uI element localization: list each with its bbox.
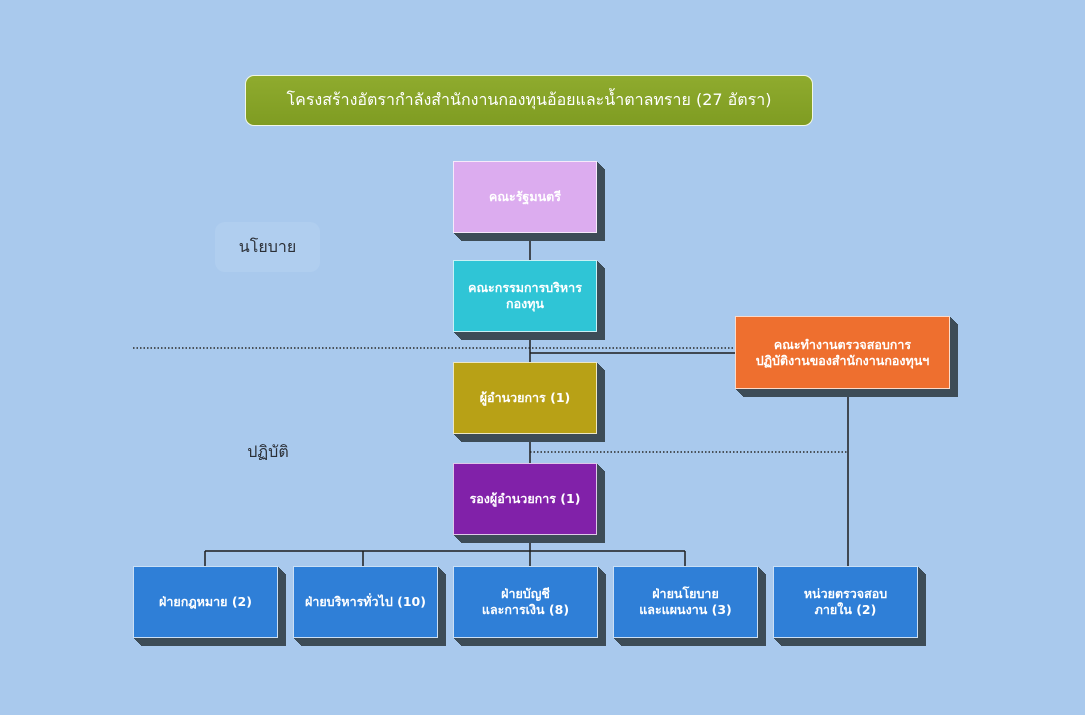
node-internal-audit: หน่วยตรวจสอบ ภายใน (2) [773,566,918,638]
node-label: คณะทำงานตรวจสอบการ [773,336,912,352]
node-fund-board: คณะกรรมการบริหาร กองทุน [453,260,597,332]
node-label: รองผู้อำนวยการ (1) [469,491,581,506]
node-policy-planning: ฝ่ายนโยบาย และแผนงาน (3) [613,566,758,638]
node-cabinet: คณะรัฐมนตรี [453,161,597,233]
node-label: ผู้อำนวยการ (1) [479,390,571,405]
node-label: และแผนงาน (3) [639,602,732,617]
node-label: และการเงิน (8) [481,602,570,617]
node-label: ปฏิบัติงานของสำนักงานกองทุนฯ [755,352,930,368]
chart-title: โครงสร้างอัตรากำลังสำนักงานกองทุนอ้อยและ… [245,75,813,126]
node-label: ฝ่ายนโยบาย [652,586,719,601]
policy-level-label: นโยบาย [215,222,320,272]
node-label: ภายใน (2) [814,602,877,617]
node-label: ฝ่ายกฎหมาย (2) [159,594,252,609]
node-director: ผู้อำนวยการ (1) [453,362,597,434]
node-audit-committee: คณะทำงานตรวจสอบการ ปฏิบัติงานของสำนักงาน… [735,316,950,389]
operations-level-label: ปฏิบัติ [247,441,289,461]
node-deputy-director: รองผู้อำนวยการ (1) [453,463,597,535]
node-label: หน่วยตรวจสอบ [803,586,888,601]
node-label: กองทุน [506,296,544,311]
node-general-admin: ฝ่ายบริหารทั่วไป (10) [293,566,438,638]
node-legal: ฝ่ายกฎหมาย (2) [133,566,278,638]
node-accounting-finance: ฝ่ายบัญชี และการเงิน (8) [453,566,598,638]
node-label: ฝ่ายบัญชี [501,586,550,601]
node-label: ฝ่ายบริหารทั่วไป (10) [305,594,426,609]
node-label: คณะกรรมการบริหาร [468,280,582,295]
node-label: คณะรัฐมนตรี [489,189,561,204]
